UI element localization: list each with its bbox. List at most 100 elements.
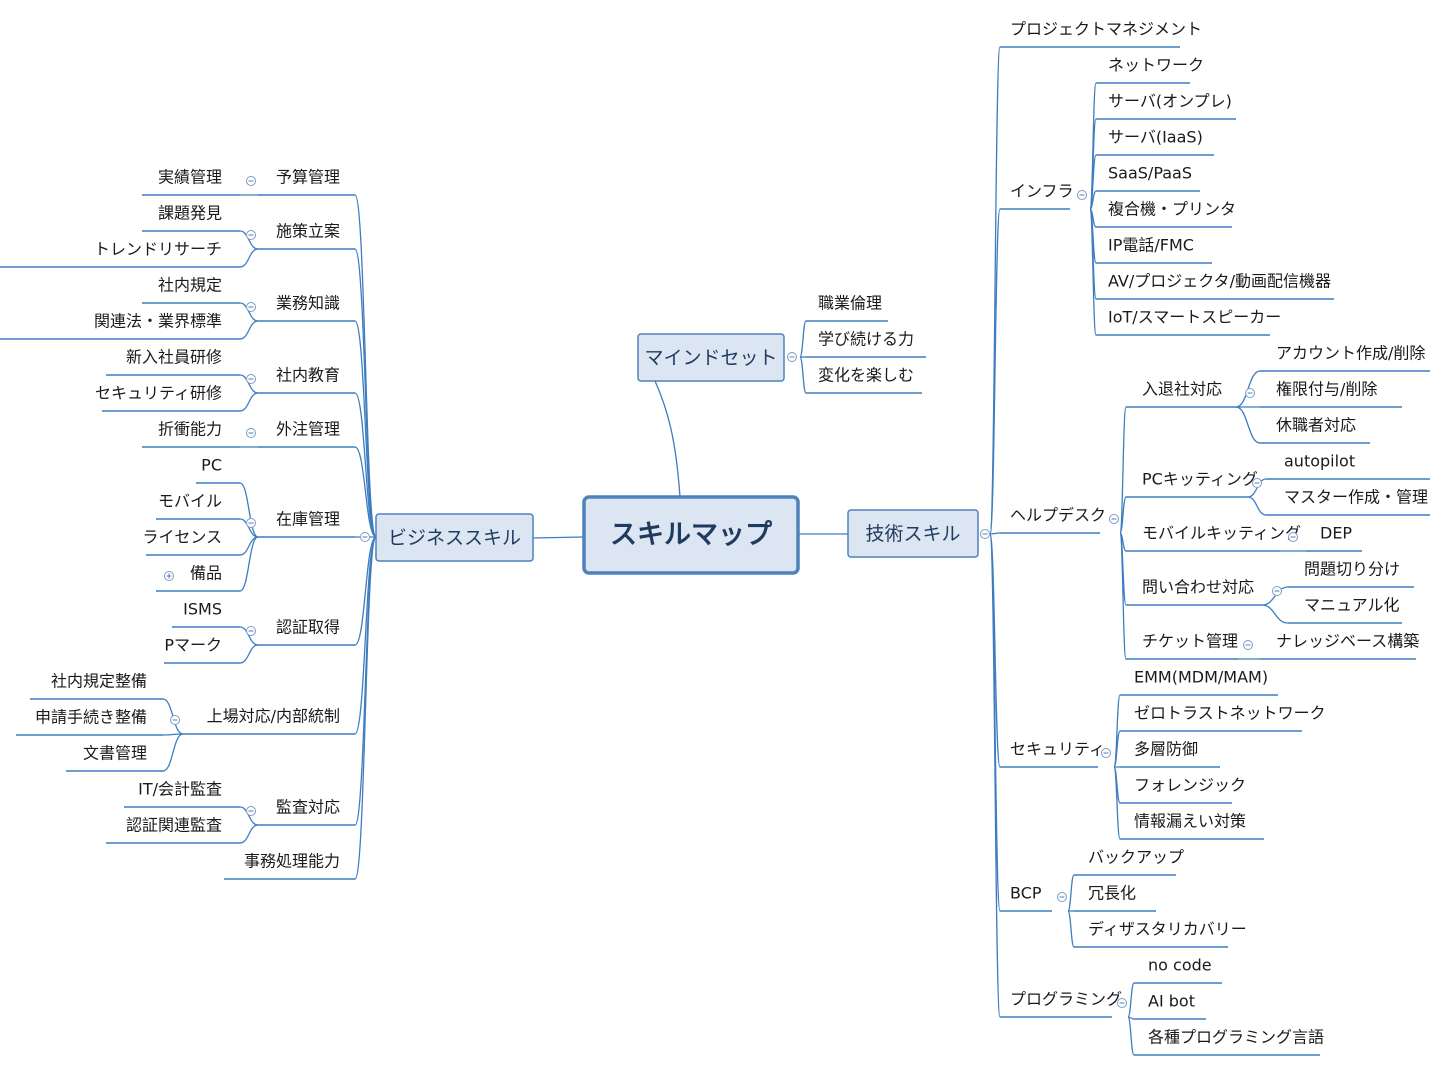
infra-leaf[interactable]: 複合機・プリンタ [1108,200,1236,219]
collapse-toggle-icon[interactable] [1288,532,1298,542]
helpdesk-leaf[interactable]: ナレッジベース構築 [1276,632,1419,651]
collapse-toggle-icon[interactable] [1272,586,1282,596]
helpdesk-leaf[interactable]: 問題切り分け [1304,560,1400,579]
infra-leaf[interactable]: SaaS/PaaS [1108,164,1192,183]
business-spine-connector [354,536,377,826]
helpdesk-subtopic[interactable]: PCキッティング [1142,470,1258,489]
collapse-toggle-icon[interactable] [1077,190,1087,200]
business-leaf[interactable]: 社内規定整備 [51,672,147,691]
business-leaf[interactable]: モバイル [158,492,222,511]
tech-subtopic[interactable]: インフラ [1010,182,1074,201]
collapse-toggle-icon[interactable] [246,176,256,186]
root-topic[interactable]: スキルマップ [582,495,800,575]
infra-leaf[interactable]: サーバ(IaaS) [1108,128,1203,147]
programming-leaf[interactable]: AI bot [1148,992,1195,1011]
collapse-toggle-icon[interactable] [1109,514,1119,524]
business-leaf[interactable]: トレンドリサーチ [94,240,222,259]
collapse-toggle-icon[interactable] [360,532,370,542]
security-leaf[interactable]: フォレンジック [1134,776,1246,795]
helpdesk-leaf[interactable]: autopilot [1284,452,1355,471]
helpdesk-leaf[interactable]: アカウント作成/削除 [1276,344,1425,363]
tech-subtopic[interactable]: セキュリティ [1010,740,1105,759]
collapse-toggle-icon[interactable] [1252,478,1262,488]
business-subtopic[interactable]: 監査対応 [276,798,340,817]
business-leaf[interactable]: IT/会計監査 [138,780,222,799]
helpdesk-leaf[interactable]: DEP [1320,524,1352,543]
main-topic-tech[interactable]: 技術スキル [847,509,979,558]
collapse-toggle-icon[interactable] [1243,640,1253,650]
business-subtopic[interactable]: 外注管理 [276,420,340,439]
collapse-toggle-icon[interactable] [1117,998,1127,1008]
business-leaf[interactable]: 新入社員研修 [126,348,222,367]
collapse-toggle-icon[interactable] [980,529,990,539]
business-leaf[interactable]: 備品 [190,564,222,583]
tech-subtopic[interactable]: プログラミング [1010,990,1122,1009]
business-subtopic[interactable]: 認証取得 [276,618,340,637]
helpdesk-leaf[interactable]: 休職者対応 [1276,416,1356,435]
business-leaf[interactable]: 社内規定 [158,276,222,295]
business-leaf[interactable]: 実績管理 [158,168,222,187]
infra-leaf[interactable]: ネットワーク [1108,56,1204,75]
business-leaf[interactable]: 課題発見 [158,204,222,223]
business-leaf[interactable]: Pマーク [164,636,222,655]
business-leaf[interactable]: 文書管理 [83,744,147,763]
helpdesk-subtopic[interactable]: チケット管理 [1142,632,1238,651]
expand-toggle-icon[interactable] [164,571,174,581]
bcp-leaf[interactable]: ディザスタリカバリー [1088,920,1247,939]
collapse-toggle-icon[interactable] [246,428,256,438]
security-leaf[interactable]: 情報漏えい対策 [1134,812,1246,831]
infra-leaf[interactable]: IoT/スマートスピーカー [1108,308,1281,327]
business-leaf[interactable]: 折衝能力 [158,420,222,439]
collapse-toggle-icon[interactable] [246,518,256,528]
helpdesk-subtopic[interactable]: モバイルキッティング [1142,524,1301,543]
helpdesk-leaf[interactable]: 権限付与/削除 [1276,380,1377,399]
mindset-leaf[interactable]: 職業倫理 [818,294,882,313]
tech-subtopic[interactable]: プロジェクトマネジメント [1010,20,1202,39]
mindset-leaf[interactable]: 変化を楽しむ [818,366,914,385]
collapse-toggle-icon[interactable] [1245,388,1255,398]
collapse-toggle-icon[interactable] [787,352,797,362]
main-topic-business[interactable]: ビジネススキル [375,513,534,562]
business-subtopic[interactable]: 事務処理能力 [244,852,340,871]
mindset-leaf[interactable]: 学び続ける力 [818,330,914,349]
business-leaf[interactable]: ISMS [183,600,222,619]
infra-leaf[interactable]: サーバ(オンプレ) [1108,92,1232,111]
collapse-toggle-icon[interactable] [246,374,256,384]
security-leaf[interactable]: 多層防御 [1134,740,1198,759]
business-subtopic[interactable]: 施策立案 [276,222,340,241]
business-leaf[interactable]: 認証関連監査 [126,816,222,835]
helpdesk-leaf[interactable]: マニュアル化 [1304,596,1400,615]
collapse-toggle-icon[interactable] [246,230,256,240]
collapse-toggle-icon[interactable] [170,715,180,725]
helpdesk-subtopic[interactable]: 入退社対応 [1142,380,1222,399]
business-subtopic[interactable]: 社内教育 [276,366,340,385]
bcp-leaf[interactable]: バックアップ [1088,848,1184,867]
programming-leaf[interactable]: no code [1148,956,1212,975]
business-subtopic[interactable]: 予算管理 [276,168,340,187]
security-leaf[interactable]: ゼロトラストネットワーク [1134,704,1326,723]
business-subtopic[interactable]: 業務知識 [276,294,340,313]
infra-leaf[interactable]: IP電話/FMC [1108,236,1194,255]
business-subtopic[interactable]: 上場対応/内部統制 [207,707,340,726]
collapse-toggle-icon[interactable] [1101,748,1111,758]
bcp-leaf[interactable]: 冗長化 [1088,884,1136,903]
collapse-toggle-icon[interactable] [1057,892,1067,902]
business-leaf[interactable]: PC [201,456,222,475]
collapse-toggle-icon[interactable] [246,806,256,816]
programming-leaf[interactable]: 各種プログラミング言語 [1148,1028,1324,1047]
helpdesk-subtopic[interactable]: 問い合わせ対応 [1142,578,1254,597]
security-leaf[interactable]: EMM(MDM/MAM) [1134,668,1268,687]
tech-subtopic[interactable]: BCP [1010,884,1042,903]
collapse-toggle-icon[interactable] [246,302,256,312]
tech-subtopic[interactable]: ヘルプデスク [1010,506,1106,525]
business-leaf[interactable]: 関連法・業界標準 [94,312,222,331]
business-leaf[interactable]: 申請手続き整備 [35,708,147,727]
business-leaf-connector [239,320,259,340]
collapse-toggle-icon[interactable] [246,626,256,636]
infra-leaf[interactable]: AV/プロジェクタ/動画配信機器 [1108,272,1331,291]
business-subtopic[interactable]: 在庫管理 [276,510,340,529]
business-leaf[interactable]: ライセンス [142,528,222,547]
main-topic-mindset[interactable]: マインドセット [637,333,785,382]
helpdesk-leaf[interactable]: マスター作成・管理 [1284,488,1428,507]
business-leaf[interactable]: セキュリティ研修 [95,384,222,403]
